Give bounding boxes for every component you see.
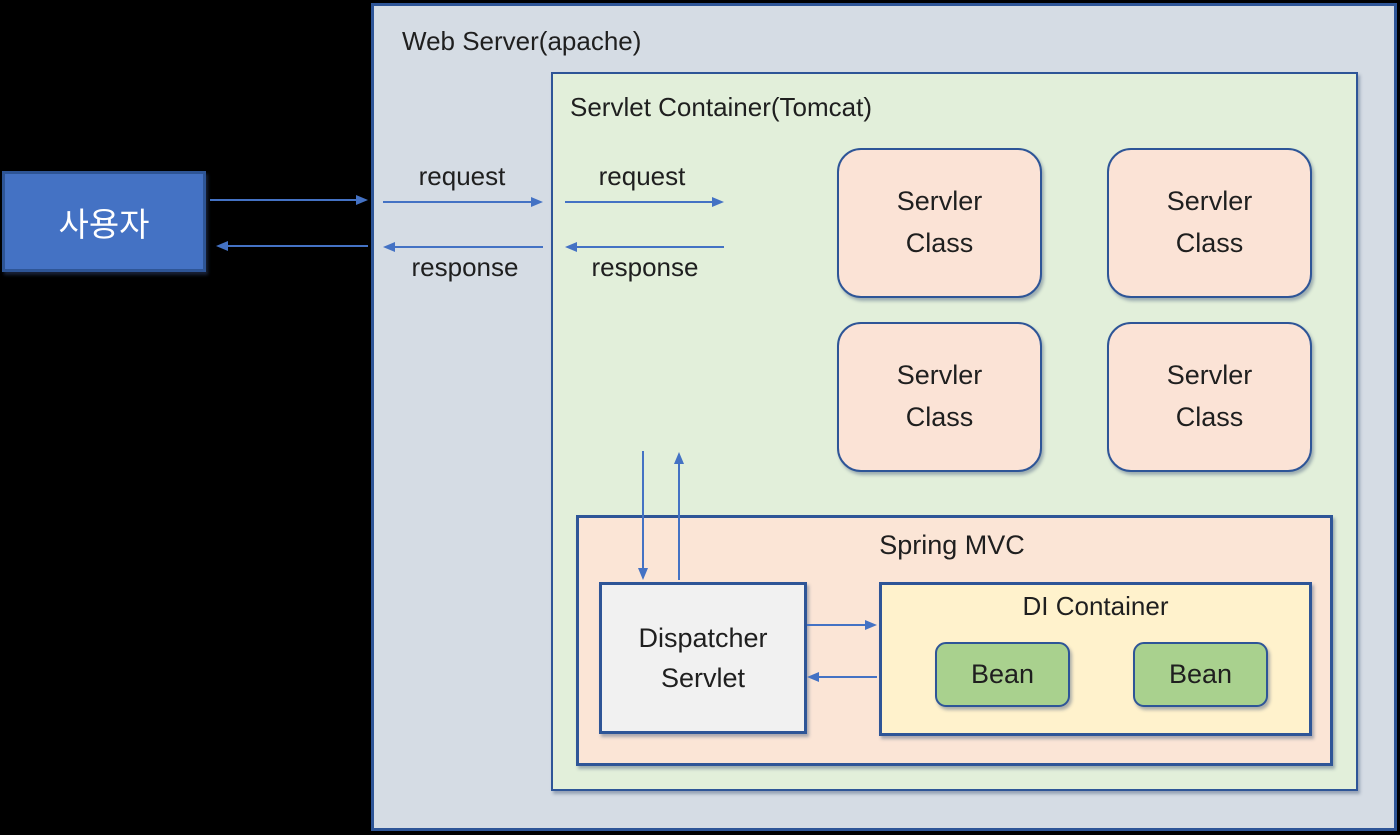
outer-response-label: response [411,252,519,282]
web-server-title: Web Server(apache) [402,26,642,56]
bean-box-2: Bean [1133,642,1268,707]
user-box-label: 사용자 [58,205,150,243]
di-container-title: DI Container [1022,591,1169,621]
inner-request-label: request [598,161,686,191]
servlet-class-box-4: Servler Class [1107,322,1312,472]
servlet-class-box-3: Servler Class [837,322,1042,472]
servlet-class-box-1: Servler Class [837,148,1042,298]
dispatcher-servlet-box: Dispatcher Servlet [599,582,807,734]
inner-response-label: response [591,252,699,282]
servlet-container-title: Servlet Container(Tomcat) [570,92,872,122]
outer-request-label: request [418,161,506,191]
servlet-class-box-2: Servler Class [1107,148,1312,298]
bean-box-1: Bean [935,642,1070,707]
user-box: 사용자 [2,171,206,272]
spring-mvc-title: Spring MVC [879,530,1025,560]
